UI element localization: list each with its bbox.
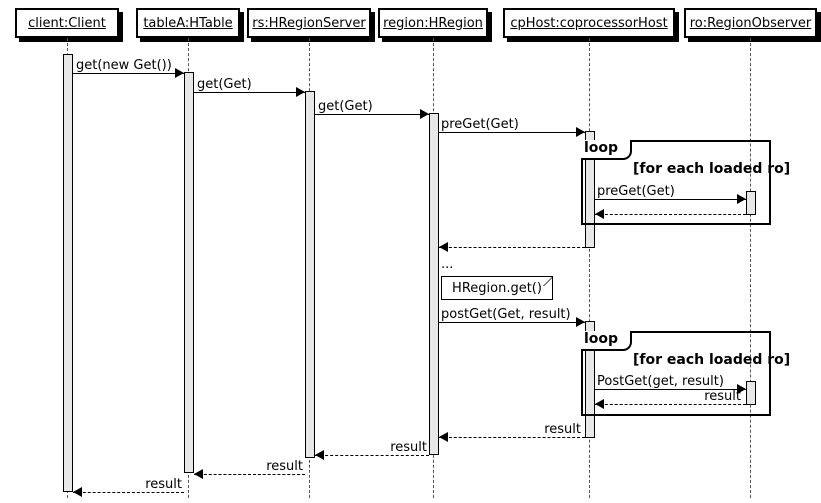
fragment-loop-1-border — [581, 140, 771, 225]
participant-label-cpHost: cpHost:coprocessorHost — [510, 15, 668, 31]
message-label-preget-region-cphost: preGet(Get) — [441, 117, 519, 132]
activation-tableA — [184, 72, 194, 473]
message-arrowhead-preget-cphost-ro — [737, 194, 746, 204]
message-arrowhead-preget-region-cphost — [576, 127, 585, 137]
message-line-get-get-2 — [315, 114, 429, 115]
message-arrowhead-result-region-rs — [315, 450, 324, 460]
message-label-get-get-2: get(Get) — [318, 99, 373, 114]
participant-tableA[interactable]: tableA:HTable — [136, 8, 240, 38]
participant-label-ro: ro:RegionObserver — [689, 15, 812, 31]
activation-client — [63, 54, 73, 492]
message-line-return-ro-cphost-1 — [595, 214, 746, 215]
message-label-get-new-get: get(new Get()) — [76, 58, 172, 73]
note-hregion-get: HRegion.get() — [441, 276, 553, 300]
fragment-loop-1-guard: [for each loaded ro] — [633, 161, 791, 177]
participant-label-rs: rs:HRegionServer — [252, 15, 366, 31]
participant-label-region: region:HRegion — [383, 15, 483, 31]
participant-label-tableA: tableA:HTable — [143, 15, 233, 31]
lifeline-ro — [750, 38, 751, 498]
message-arrowhead-result-rs-tablea — [194, 469, 203, 479]
message-line-preget-region-cphost — [439, 132, 585, 133]
message-line-preget-cphost-ro — [595, 199, 746, 200]
message-arrowhead-postget-region-cphost — [576, 317, 585, 327]
participant-region[interactable]: region:HRegion — [378, 8, 488, 38]
message-line-postget-cphost-ro — [595, 389, 746, 390]
fragment-loop-1-operator-tab: loop — [581, 140, 633, 160]
message-line-result-ro-cphost — [595, 404, 746, 405]
message-label-result-tablea-client: result — [145, 477, 182, 492]
message-arrowhead-return-cphost-region-1 — [439, 242, 448, 252]
message-line-result-rs-tablea — [194, 474, 305, 475]
participant-rs[interactable]: rs:HRegionServer — [247, 8, 371, 38]
message-arrowhead-result-tablea-client — [73, 487, 82, 497]
note-fold-corner-inner-icon — [544, 278, 552, 286]
participant-cpHost[interactable]: cpHost:coprocessorHost — [503, 8, 675, 38]
fragment-loop-2-border — [581, 331, 771, 416]
message-label-get-get-1: get(Get) — [197, 77, 252, 92]
ellipsis-annotation: ... — [441, 257, 454, 272]
message-label-preget-cphost-ro: preGet(Get) — [597, 184, 675, 199]
message-label-postget-cphost-ro: PostGet(get, result) — [597, 374, 724, 389]
activation-ro-2 — [746, 381, 756, 405]
activation-ro-1 — [746, 191, 756, 215]
activation-region — [429, 113, 439, 455]
fragment-loop-1-operator-label: loop — [584, 140, 619, 156]
message-label-result-region-rs: result — [390, 440, 427, 455]
message-label-postget-region-cphost: postGet(Get, result) — [441, 307, 571, 322]
participant-ro[interactable]: ro:RegionObserver — [684, 8, 817, 38]
lifeline-cpHost — [589, 38, 590, 498]
note-hregion-get-text: HRegion.get() — [452, 280, 542, 296]
message-arrowhead-get-get-1 — [296, 87, 305, 97]
fragment-loop-2-operator-label: loop — [584, 331, 619, 347]
message-line-return-cphost-region-1 — [439, 247, 585, 248]
message-arrowhead-return-ro-cphost-1 — [595, 209, 604, 219]
message-arrowhead-result-ro-cphost — [595, 399, 604, 409]
message-line-result-region-rs — [315, 455, 429, 456]
message-line-result-tablea-client — [73, 492, 184, 493]
message-label-result-cphost-region: result — [544, 422, 581, 437]
activation-cpHost-1 — [585, 131, 595, 248]
message-arrowhead-postget-cphost-ro — [737, 384, 746, 394]
message-label-result-rs-tablea: result — [266, 459, 303, 474]
activation-cpHost-2 — [585, 321, 595, 438]
message-line-get-new-get — [73, 73, 184, 74]
participant-label-client: client:Client — [28, 15, 106, 31]
message-line-result-cphost-region — [439, 437, 585, 438]
fragment-loop-2-operator-tab: loop — [581, 331, 633, 351]
note-fold-corner-icon — [543, 277, 552, 286]
message-label-result-ro-cphost: result — [704, 389, 741, 404]
participant-client[interactable]: client:Client — [15, 8, 119, 38]
message-arrowhead-result-cphost-region — [439, 432, 448, 442]
activation-rs — [305, 91, 315, 458]
fragment-loop-2-guard: [for each loaded ro] — [633, 352, 791, 368]
message-arrowhead-get-new-get — [175, 68, 184, 78]
message-line-postget-region-cphost — [439, 322, 585, 323]
message-arrowhead-get-get-2 — [420, 109, 429, 119]
message-line-get-get-1 — [194, 92, 305, 93]
